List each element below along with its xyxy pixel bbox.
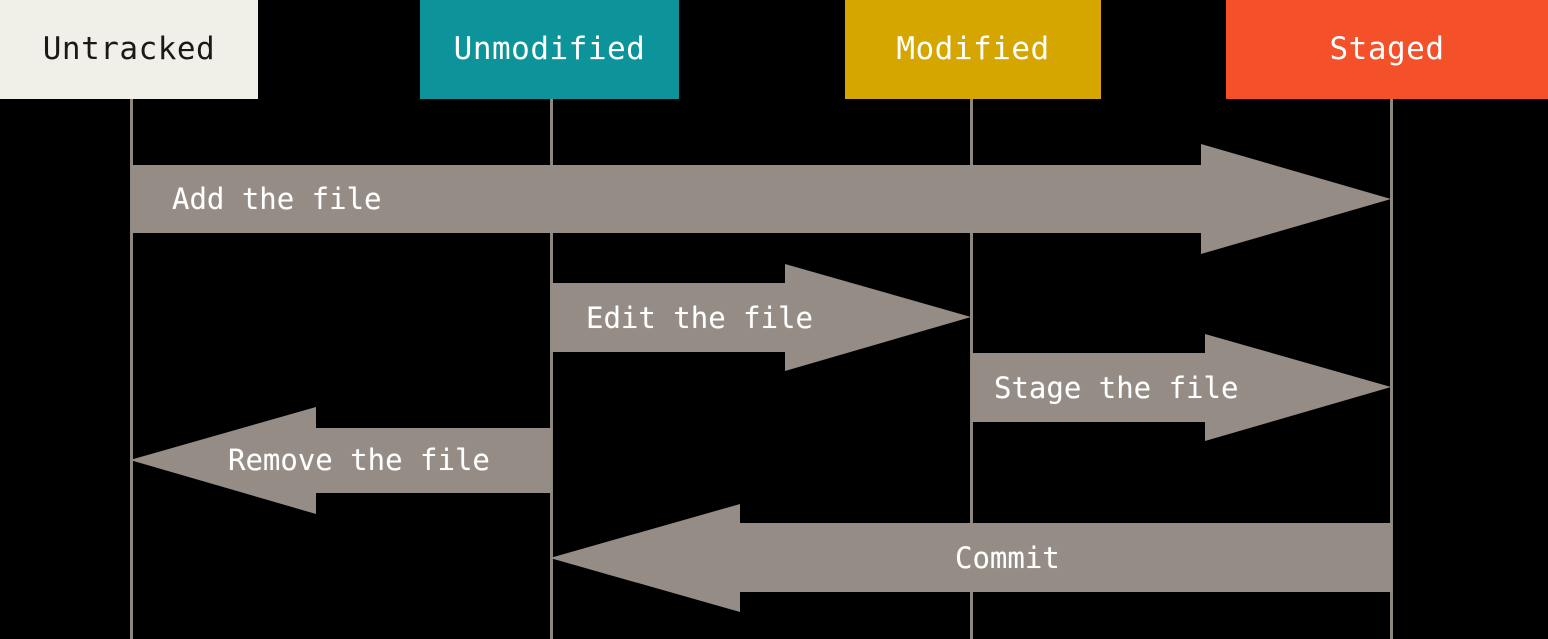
state-box-staged: Staged [1226,0,1548,99]
state-label-modified: Modified [896,31,1050,67]
transition-arrow-stage [971,334,1392,441]
state-box-unmodified: Unmodified [420,0,679,99]
lifeline-unmodified [550,99,553,639]
state-label-untracked: Untracked [42,31,216,67]
transition-label-remove: Remove the file [228,443,490,477]
transition-label-commit: Commit [955,541,1060,575]
transition-label-add: Add the file [172,182,382,216]
state-box-modified: Modified [845,0,1101,99]
transition-arrow-add [131,144,1392,254]
transition-arrow-commit [550,504,1392,612]
transition-arrow-remove [130,407,552,514]
state-box-untracked: Untracked [0,0,258,99]
state-label-staged: Staged [1329,31,1445,67]
lifeline-untracked [130,99,133,639]
lifeline-staged [1390,99,1393,639]
transition-arrow-edit [551,264,972,371]
transition-label-edit: Edit the file [586,301,813,335]
transition-label-stage: Stage the file [994,371,1239,405]
state-label-unmodified: Unmodified [453,31,646,67]
